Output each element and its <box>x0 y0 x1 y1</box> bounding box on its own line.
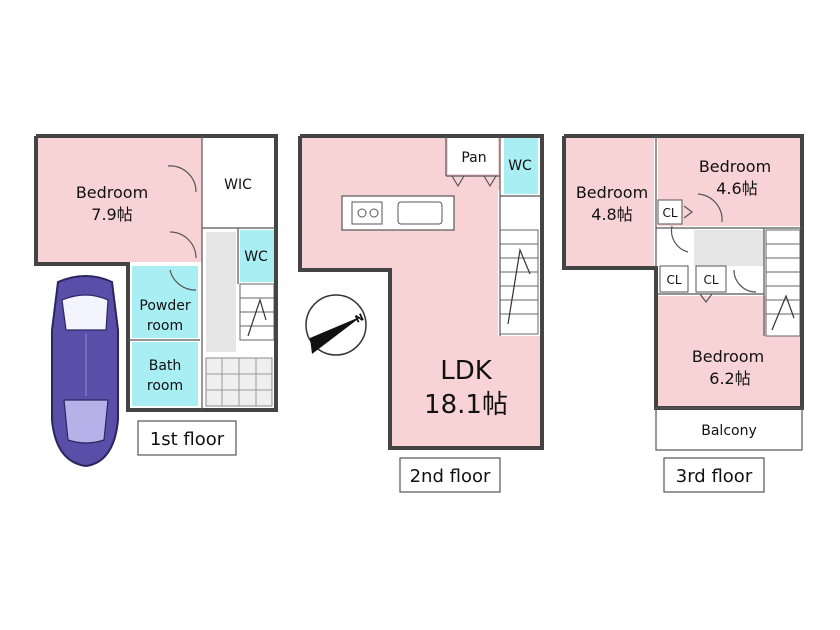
first-wc-area <box>240 230 274 282</box>
first-floor-label-box <box>137 420 237 456</box>
car-icon <box>51 275 119 468</box>
second-floor: Pan WC LDK 18.1帖 2nd floor <box>298 134 544 493</box>
bath-label-2: room <box>147 378 183 394</box>
powder-room-area <box>132 266 198 338</box>
cl-label-1: CL <box>662 206 677 220</box>
third-floor: Bedroom 4.8帖 Bedroom 4.6帖 Bedroom 6.2帖 C… <box>562 134 804 493</box>
bath-tiles <box>205 357 273 407</box>
cl-box-2 <box>659 265 689 293</box>
first-bedroom-area <box>38 138 202 262</box>
first-wc-label: WC <box>244 249 268 265</box>
first-bedroom-size: 7.9帖 <box>91 205 132 224</box>
wic-label: WIC <box>224 177 252 193</box>
first-floor-label: 1st floor <box>150 429 225 450</box>
second-floor-label: 2nd floor <box>410 466 491 487</box>
second-wc-area <box>504 138 538 194</box>
pantry-area <box>448 138 498 174</box>
third-bedroom-right-size: 4.6帖 <box>716 179 757 198</box>
bedroom-door-arc <box>167 165 197 193</box>
powder-door-arc <box>169 269 197 291</box>
third-floor-label: 3rd floor <box>676 466 753 487</box>
ldk-name: LDK <box>440 356 493 386</box>
second-wc-label: WC <box>508 158 532 174</box>
first-bedroom-name: Bedroom <box>76 183 148 202</box>
first-floor: Bedroom 7.9帖 WIC WC Powder room Bath roo… <box>34 134 278 456</box>
third-floor-label-box <box>663 457 765 493</box>
cl-label-3: CL <box>703 273 718 287</box>
ldk-size: 18.1帖 <box>424 390 508 420</box>
kitchen-counter <box>341 195 455 231</box>
pan-label: Pan <box>461 150 486 166</box>
balcony-label: Balcony <box>701 423 757 439</box>
third-bedroom-left-area <box>566 138 654 266</box>
third-bedroom-left-size: 4.8帖 <box>591 205 632 224</box>
second-floor-label-box <box>399 457 501 493</box>
bath-label-1: Bath <box>149 358 182 374</box>
third-bedroom-right-name: Bedroom <box>699 157 771 176</box>
balcony-area <box>658 410 800 448</box>
wic-area <box>204 138 274 226</box>
cl-label-2: CL <box>666 273 681 287</box>
third-bedroom-bottom-size: 6.2帖 <box>709 369 750 388</box>
bath-room-area <box>132 342 198 406</box>
compass-icon: N <box>305 294 367 356</box>
second-stairs <box>499 229 539 335</box>
third-bedroom-left-name: Bedroom <box>576 183 648 202</box>
powder-label-2: room <box>147 318 183 334</box>
cl-box-1 <box>657 199 683 225</box>
cl-box-3 <box>695 265 727 293</box>
first-stairs <box>239 283 275 341</box>
hallway-area <box>206 232 236 352</box>
third-stairs <box>765 229 801 337</box>
powder-label-1: Powder <box>139 298 190 314</box>
hall-door-arc <box>169 231 197 259</box>
third-bedroom-bottom-name: Bedroom <box>692 347 764 366</box>
third-hall-area <box>694 230 764 266</box>
